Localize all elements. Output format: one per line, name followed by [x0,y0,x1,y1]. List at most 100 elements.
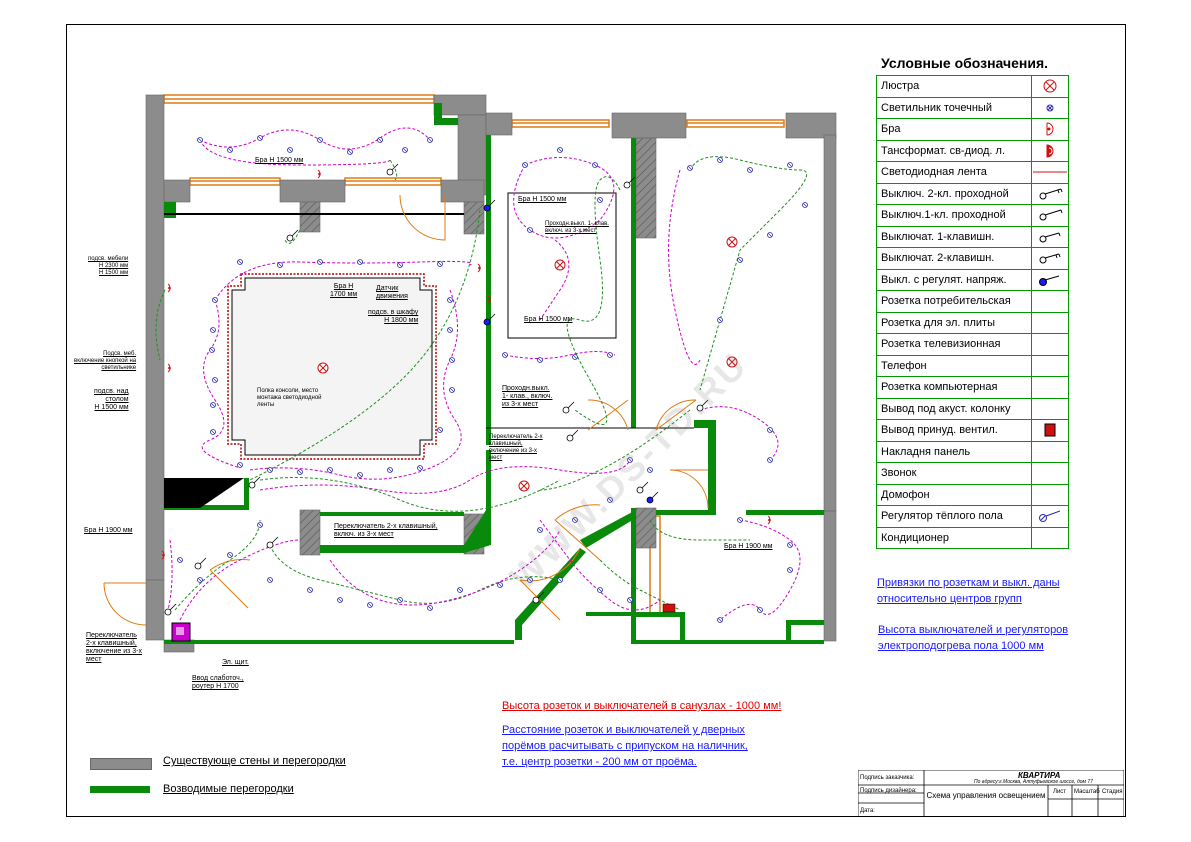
legend-row: Выкл. с регулят. напряж. [876,268,1069,291]
legend-row: Выключ. 2-кл. проходной [876,182,1069,205]
spotlight-icon [267,577,273,583]
label-table-1500: подсв. над столом H 1500 мм [94,388,129,411]
spotlight-icon [457,587,463,593]
switch-icon [164,603,177,616]
spotlight-icon [317,137,323,143]
spotlight-icon [787,567,793,573]
spotlight-icon [307,587,313,593]
stamp-client-sign: Подпись заказчика: [860,775,915,781]
switch-icon [386,163,399,176]
spotlight-icon [357,472,363,478]
legend-label: Розетка потребительская [876,290,1032,313]
label-console: Полка консоли, место монтажа светодиодно… [257,388,322,408]
new-partitions [164,103,824,644]
label-switch2-right: Переключатель 2-х клавишный, включение и… [489,434,543,461]
spotlight-icon [527,227,533,233]
spotlight-icon [257,522,263,528]
stamp-date: Дата: [860,808,875,814]
label-furniture: подсв. мебели H 2300 мм H 1500 мм [88,256,129,276]
pass-switch-2-icon [1031,182,1069,205]
spotlight-icon [627,457,633,463]
wire [214,260,472,301]
legend-symbol-empty [1031,333,1069,356]
legend-symbol-empty [1031,462,1069,485]
legend-symbol-empty [1031,397,1069,420]
wire [199,127,431,150]
switch-1-icon [1031,225,1069,248]
legend-symbol-empty [1031,311,1069,334]
spotlight-icon [377,137,383,143]
switch-icon [194,557,207,570]
legend-label: Розетка для эл. плиты [876,311,1032,334]
legend-row: Розетка для эл. плиты [876,311,1069,334]
spotlight-icon [557,577,563,583]
spotlight-icon [287,147,293,153]
spotlight-icon [572,354,578,360]
label-motion-sensor: Датчик движения [376,285,408,300]
wire [513,157,615,239]
console-led-strip [231,277,433,456]
spotlight-icon [767,427,773,433]
chandelier-icon [317,362,329,374]
legend-row: Домофон [876,483,1069,506]
legend-label: Выключат. 1-клавишн. [876,225,1032,248]
legend-row: Кондиционер [876,526,1069,549]
spotlight-icon [767,457,773,463]
spotlight-icon [592,162,598,168]
label-bra-1500-right1: Бра H 1500 мм [518,196,567,203]
label-bra-1900-right: Бра H 1900 мм [724,543,773,550]
label-pass-switch-small: Проходн.выкл. 1- клав. включ. из 3-х мес… [545,221,609,234]
legend-symbol-empty [1031,354,1069,377]
legend-row: Люстра [876,75,1069,98]
stamp-designer-sign: Подпись дизайнера: [860,788,917,794]
legend-row: Тансформат. св-диод. л. [876,139,1069,162]
stamp-sheet-title: Схема управления освещением [926,791,1046,800]
sconce-icon [477,263,481,273]
spotlight-icon [757,607,763,613]
spotlight-icon [397,262,403,268]
legend-row: Вывод принуд. вентил. [876,419,1069,442]
legend-label: Розетка телевизионная [876,333,1032,356]
legend-row: Розетка компьютерная [876,376,1069,399]
legend-label: Домофон [876,483,1032,506]
spotlight-icon [557,147,563,153]
spotlight-icon [447,297,453,303]
spotlight-icon [737,517,743,523]
spotlight-icon [197,577,203,583]
legend-row: Светильник точечный [876,96,1069,119]
legend-row: Звонок [876,462,1069,485]
spotlight-icon [267,467,273,473]
switch-icon [562,401,575,414]
spotlight-icon [447,327,453,333]
switch-icon [532,591,545,604]
sconce-icon [167,363,171,373]
spotlight-icon [317,259,323,265]
switch-icon [566,429,579,442]
wire [689,156,808,391]
note-height-switches: Высота выключателей и регуляторов электр… [878,624,1069,652]
wire [155,289,166,361]
spotlight-icon [1031,96,1069,119]
chandelier-icon [1031,75,1069,98]
wire [201,299,241,469]
legend-symbol-empty [1031,526,1069,549]
spotlight-icon [227,147,233,153]
spotlight-icon [210,402,216,408]
spotlight-icon [572,517,578,523]
legend-label: Вывод под акуст. колонку [876,397,1032,420]
spotlight-icon [210,327,216,333]
wire [719,519,801,621]
spotlight-icon [607,497,613,503]
spotlight-icon [212,377,218,383]
spotlight-icon [502,352,508,358]
legend-label: Выключат. 2-клавишн. [876,247,1032,270]
label-bra-1500-top: Бра H 1500 мм [255,157,304,164]
spotlight-icon [597,587,603,593]
switch-icon [286,229,299,242]
legend-symbol-empty [1031,290,1069,313]
legend-label: Бра [876,118,1032,141]
wire [649,519,750,541]
legend-label: Светильник точечный [876,96,1032,119]
legend-row: Телефон [876,354,1069,377]
